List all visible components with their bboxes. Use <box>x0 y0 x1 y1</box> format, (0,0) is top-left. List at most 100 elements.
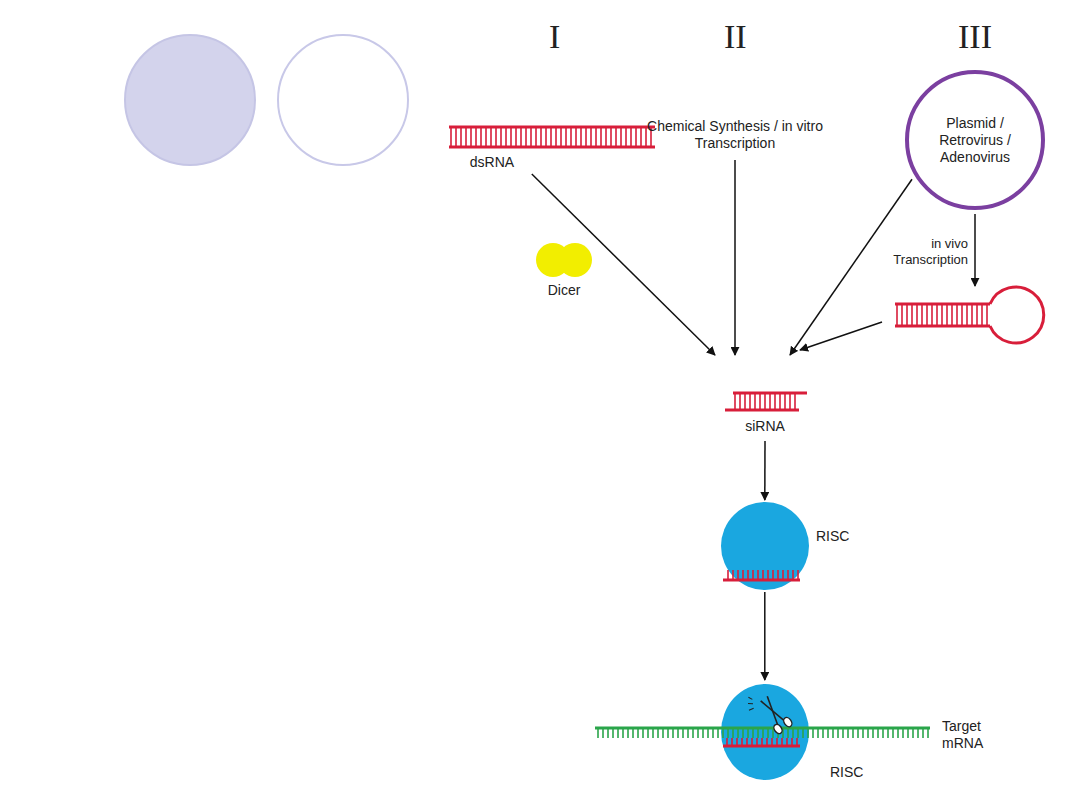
mrna-base <box>717 728 719 738</box>
base-pair <box>754 393 756 410</box>
base-pair <box>560 127 562 147</box>
base-pair <box>525 127 527 147</box>
rna-strand <box>449 146 655 149</box>
column-numeral: I <box>549 18 560 56</box>
base-pair <box>495 127 497 147</box>
base-pair <box>792 570 794 580</box>
step-label: in vivo Transcription <box>880 236 968 267</box>
mrna-base <box>672 728 674 738</box>
base-pair <box>961 304 963 326</box>
mrna-base <box>897 728 899 738</box>
base-pair <box>901 304 903 326</box>
risc-body <box>721 684 809 780</box>
mrna-base <box>727 728 729 738</box>
base-pair <box>500 127 502 147</box>
mrna-base <box>837 728 839 738</box>
mrna-base <box>607 728 609 738</box>
mrna-base <box>857 728 859 738</box>
rna-duplex <box>725 393 807 410</box>
flow-arrow <box>764 592 766 680</box>
mrna-base <box>917 728 919 738</box>
guide-strand <box>723 738 800 746</box>
base-pair <box>635 127 637 147</box>
flow-arrow <box>734 160 736 355</box>
base-pair <box>535 127 537 147</box>
mrna-base <box>637 728 639 738</box>
base-pair <box>911 304 913 326</box>
base-pair <box>450 127 452 147</box>
base-pair <box>762 570 764 580</box>
base-pair <box>916 304 918 326</box>
base-pair <box>946 304 948 326</box>
base-pair <box>625 127 627 147</box>
base-pair <box>465 127 467 147</box>
mrna-base <box>842 728 844 738</box>
mrna-base <box>907 728 909 738</box>
base-pair <box>769 393 771 410</box>
base-pair <box>756 738 758 746</box>
base-pair <box>505 127 507 147</box>
target-label: Target mRNA <box>942 718 1012 752</box>
scissors-blade <box>761 696 785 725</box>
base-pair <box>640 127 642 147</box>
base-pair <box>764 393 766 410</box>
base-pair <box>630 127 632 147</box>
mrna-base <box>647 728 649 738</box>
mrna-base <box>687 728 689 738</box>
base-pair <box>749 393 751 410</box>
base-pair <box>776 738 778 746</box>
mrna-base <box>887 728 889 738</box>
base-pair <box>741 738 743 746</box>
base-pair <box>936 304 938 326</box>
base-pair <box>796 738 798 746</box>
mrna-base <box>612 728 614 738</box>
base-pair <box>746 738 748 746</box>
dicer-enzyme: Dicer <box>528 240 600 300</box>
shrna-hairpin <box>895 287 1044 343</box>
node-label: RISC <box>816 528 849 545</box>
base-pair <box>595 127 597 147</box>
base-pair <box>782 570 784 580</box>
node-label: Plasmid / Retrovirus / Adenovirus <box>925 115 1025 165</box>
mrna-base <box>912 728 914 738</box>
base-pair <box>926 304 928 326</box>
base-pair <box>530 127 532 147</box>
dsrna-node: dsRNA <box>447 122 659 174</box>
mrna-base <box>767 728 769 738</box>
base-pair <box>570 127 572 147</box>
risc-complex: RISC <box>720 680 860 790</box>
deco-circle <box>278 35 408 165</box>
base-pair <box>470 127 472 147</box>
base-pair <box>786 738 788 746</box>
scissors-blade <box>761 696 785 725</box>
base-pair <box>781 738 783 746</box>
base-pair <box>600 127 602 147</box>
guide-strand <box>723 570 800 580</box>
base-pair <box>540 127 542 147</box>
base-pair <box>555 127 557 147</box>
cut-mark <box>743 696 757 711</box>
base-pair <box>590 127 592 147</box>
mrna-base <box>862 728 864 738</box>
base-pair <box>787 570 789 580</box>
scissors-handle <box>772 723 783 735</box>
base-pair <box>510 127 512 147</box>
base-pair <box>774 393 776 410</box>
base-pair <box>490 127 492 147</box>
base-pair <box>736 738 738 746</box>
node-label: siRNA <box>715 418 815 435</box>
hairpin-loop <box>990 287 1044 343</box>
column-numeral: II <box>724 18 747 56</box>
base-pair <box>759 393 761 410</box>
mrna-base <box>817 728 819 738</box>
scissors-icon <box>743 685 794 741</box>
mrna-base <box>797 728 799 738</box>
risc-shape <box>720 500 860 592</box>
base-pair <box>784 393 786 410</box>
column-numeral: III <box>958 18 992 56</box>
base-pair <box>737 570 739 580</box>
risc-body <box>721 502 809 590</box>
mrna-base <box>827 728 829 738</box>
mrna-base <box>602 728 604 738</box>
base-pair <box>791 738 793 746</box>
